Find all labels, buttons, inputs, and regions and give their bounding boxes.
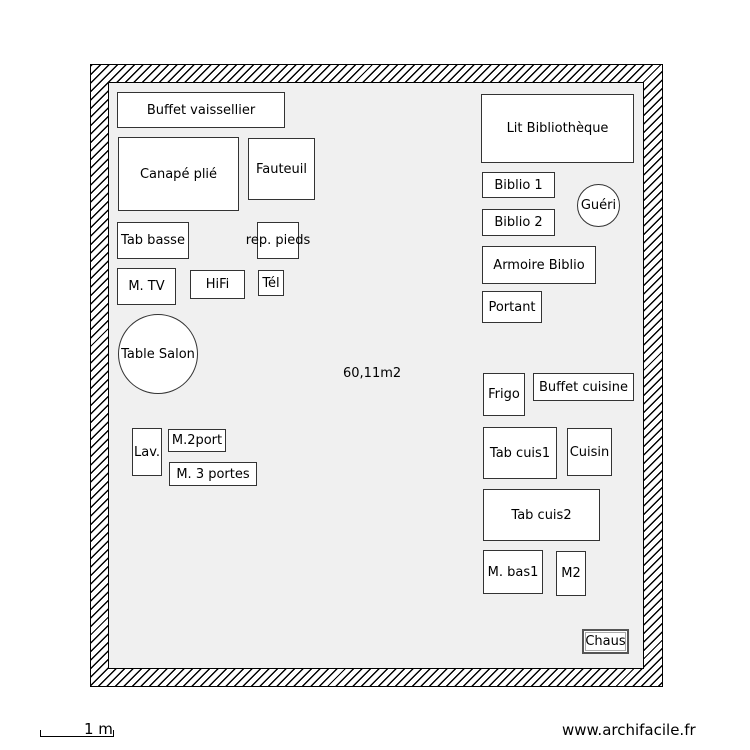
table-salon[interactable]: Table Salon <box>118 314 198 394</box>
m-bas1[interactable]: M. bas1 <box>483 550 543 594</box>
scale-bar <box>40 724 124 738</box>
m-2port[interactable]: M.2port <box>168 429 226 452</box>
rep-pieds[interactable]: rep. pieds <box>246 222 310 259</box>
watermark: www.archifacile.fr <box>562 721 696 739</box>
tab-cuis1[interactable]: Tab cuis1 <box>483 427 557 479</box>
fauteuil[interactable]: Fauteuil <box>248 138 315 200</box>
buffet-vaissellier[interactable]: Buffet vaissellier <box>117 92 285 128</box>
scale-label: 1 m <box>84 720 113 738</box>
m2[interactable]: M2 <box>556 551 586 596</box>
hifi[interactable]: HiFi <box>190 270 245 299</box>
tab-cuis2[interactable]: Tab cuis2 <box>483 489 600 541</box>
lit-bibliotheque[interactable]: Lit Bibliothèque <box>481 94 634 163</box>
m-3-portes[interactable]: M. 3 portes <box>169 462 257 486</box>
biblio-1[interactable]: Biblio 1 <box>482 172 555 198</box>
cuisin[interactable]: Cuisin <box>567 428 612 476</box>
tel[interactable]: Tél <box>258 270 284 296</box>
biblio-2[interactable]: Biblio 2 <box>482 209 555 236</box>
lav[interactable]: Lav. <box>132 428 162 476</box>
frigo[interactable]: Frigo <box>483 373 525 416</box>
gueri[interactable]: Guéri <box>577 184 620 227</box>
portant[interactable]: Portant <box>482 291 542 323</box>
buffet-cuisine[interactable]: Buffet cuisine <box>533 373 634 401</box>
tab-basse[interactable]: Tab basse <box>117 222 189 259</box>
area-label: 60,11m2 <box>343 366 402 381</box>
canape-plie[interactable]: Canapé plié <box>118 137 239 211</box>
armoire-biblio[interactable]: Armoire Biblio <box>482 246 596 284</box>
m-tv[interactable]: M. TV <box>117 268 176 305</box>
chaus[interactable]: Chaus <box>582 629 629 654</box>
scale-bar-line <box>40 730 114 737</box>
